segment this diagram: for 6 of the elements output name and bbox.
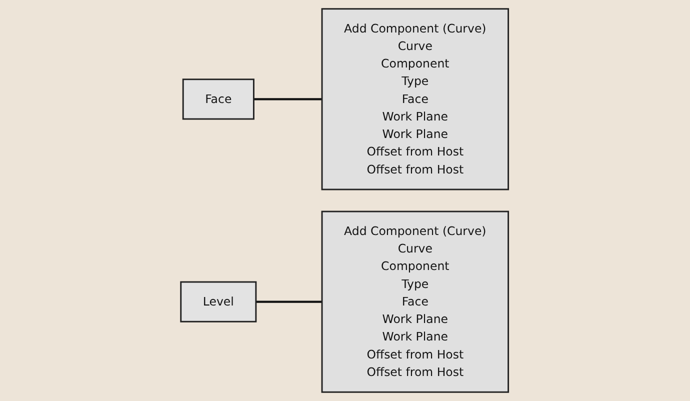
connector <box>256 300 322 303</box>
node-box: Level <box>180 281 258 322</box>
node-box: Add Component (Curve) Curve Component Type Face Work Plane Work Plane Offset from Host Offset from Host <box>322 8 510 190</box>
node-box: Face <box>182 78 255 120</box>
node-box: Add Component (Curve) Curve Component Type Face Work Plane Work Plane Offset from Host Offset from Host <box>322 210 510 393</box>
connector <box>254 98 322 100</box>
